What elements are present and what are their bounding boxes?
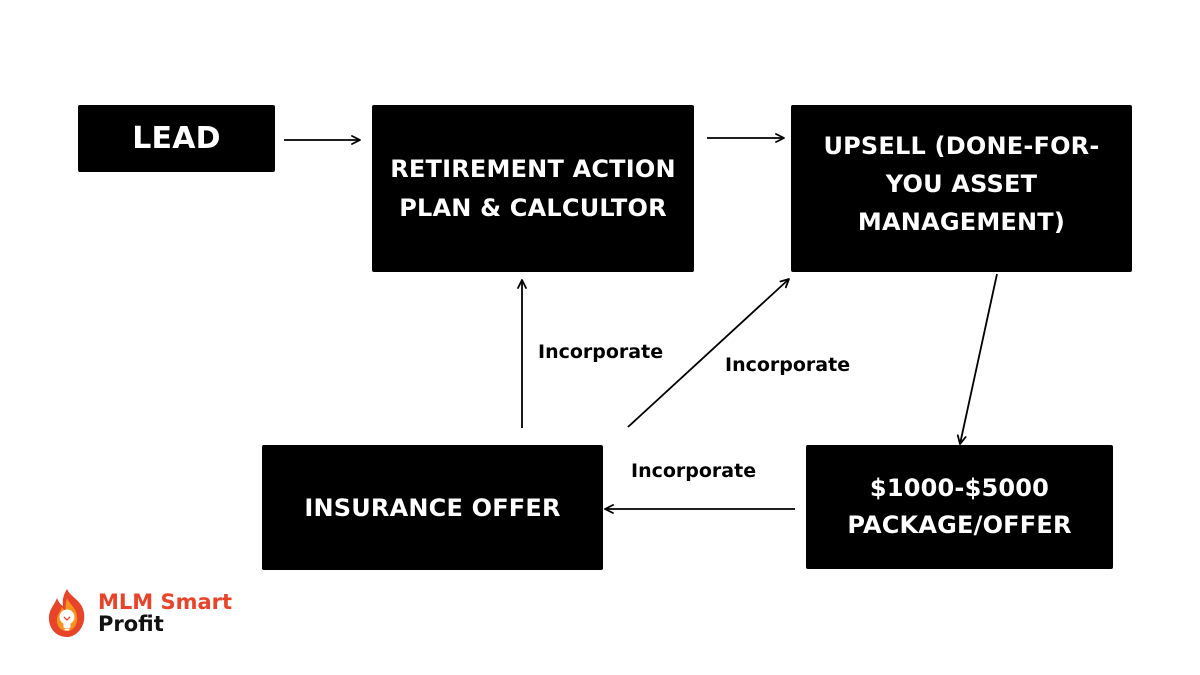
node-retirement-action-plan: RETIREMENT ACTION PLAN & CALCULTOR — [372, 105, 694, 272]
node-package-line-2: PACKAGE/OFFER — [847, 511, 1072, 539]
logo: MLM Smart Profit — [40, 586, 270, 642]
node-lead-label: LEAD — [132, 121, 221, 156]
node-upsell-line-1: UPSELL (DONE-FOR- — [823, 131, 1100, 160]
edge-label-insurance-to-upsell: Incorporate — [725, 354, 851, 376]
node-upsell-line-2: YOU ASSET — [885, 169, 1038, 198]
node-retirement-line-2: PLAN & CALCULTOR — [399, 193, 667, 222]
edge-insurance-to-upsell — [627, 278, 790, 428]
node-upsell-line-3: MANAGEMENT) — [857, 207, 1066, 236]
edge-label-insurance-to-retirement: Incorporate — [538, 341, 664, 363]
edge-label-package-to-insurance: Incorporate — [631, 460, 757, 482]
node-package-line-1: $1000-$5000 — [869, 474, 1050, 502]
edge-upsell-to-package — [956, 273, 998, 445]
node-retirement-line-1: RETIREMENT ACTION — [390, 154, 676, 183]
flame-lightbulb-icon — [48, 589, 85, 637]
node-upsell: UPSELL (DONE-FOR- YOU ASSET MANAGEMENT) — [791, 105, 1132, 272]
logo-text-line-1: MLM Smart — [98, 590, 233, 614]
node-insurance-offer: INSURANCE OFFER — [262, 445, 603, 570]
logo-text-line-2: Profit — [98, 612, 164, 636]
node-insurance-label: INSURANCE OFFER — [304, 493, 561, 522]
node-lead: LEAD — [78, 105, 275, 172]
node-package-offer: $1000-$5000 PACKAGE/OFFER — [806, 445, 1113, 569]
